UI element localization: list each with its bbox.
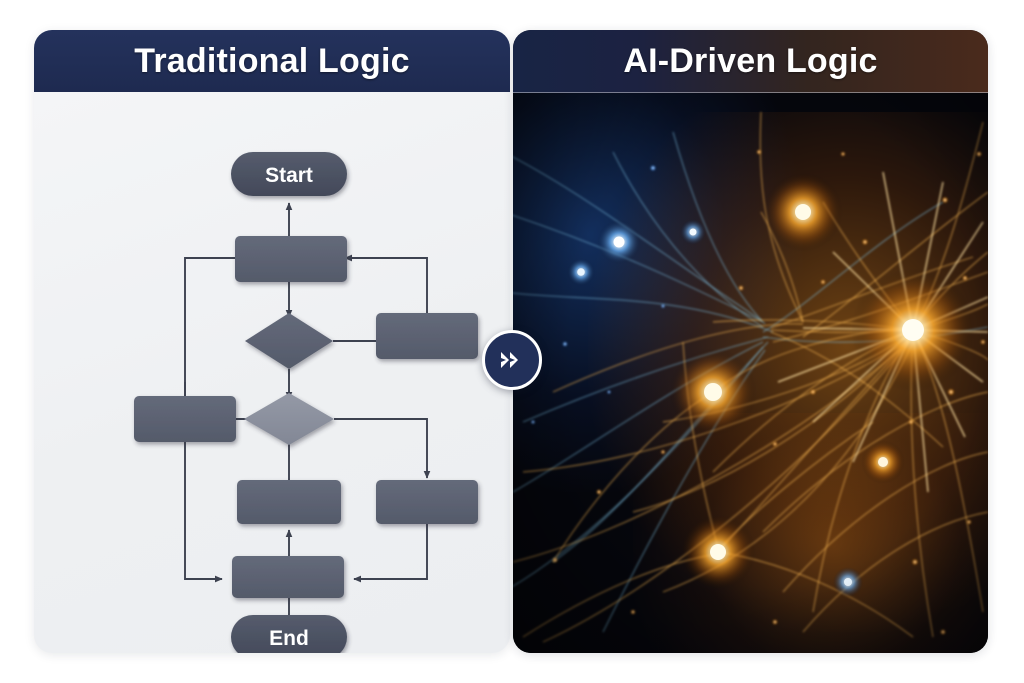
traditional-logic-header: Traditional Logic [34, 30, 510, 92]
node-process-4 [237, 480, 341, 524]
node-decision-2 [244, 393, 334, 445]
node-process-1 [235, 236, 347, 282]
traditional-logic-panel: Traditional Logic [34, 30, 510, 653]
node-end-label: End [269, 627, 309, 650]
node-end [231, 615, 347, 653]
node-process-6 [232, 556, 344, 598]
ai-driven-logic-panel: AI-Driven Logic [513, 30, 988, 653]
flowchart-nodes [134, 152, 478, 653]
transition-badge [482, 330, 542, 390]
neural-network-visual [513, 92, 988, 653]
traditional-logic-title: Traditional Logic [134, 42, 410, 80]
double-chevron-right-icon [501, 352, 518, 368]
node-process-5 [376, 480, 478, 524]
node-decision-1 [245, 313, 333, 369]
flowchart-canvas: Start End [34, 92, 510, 653]
flowchart-diagram: Start End [134, 152, 478, 653]
node-start [231, 152, 347, 196]
neural-network-graph [513, 92, 988, 653]
node-process-3 [134, 396, 236, 442]
ai-driven-logic-header: AI-Driven Logic [513, 30, 988, 93]
ai-driven-logic-title: AI-Driven Logic [623, 42, 878, 80]
node-process-2 [376, 313, 478, 359]
node-start-label: Start [265, 164, 313, 187]
